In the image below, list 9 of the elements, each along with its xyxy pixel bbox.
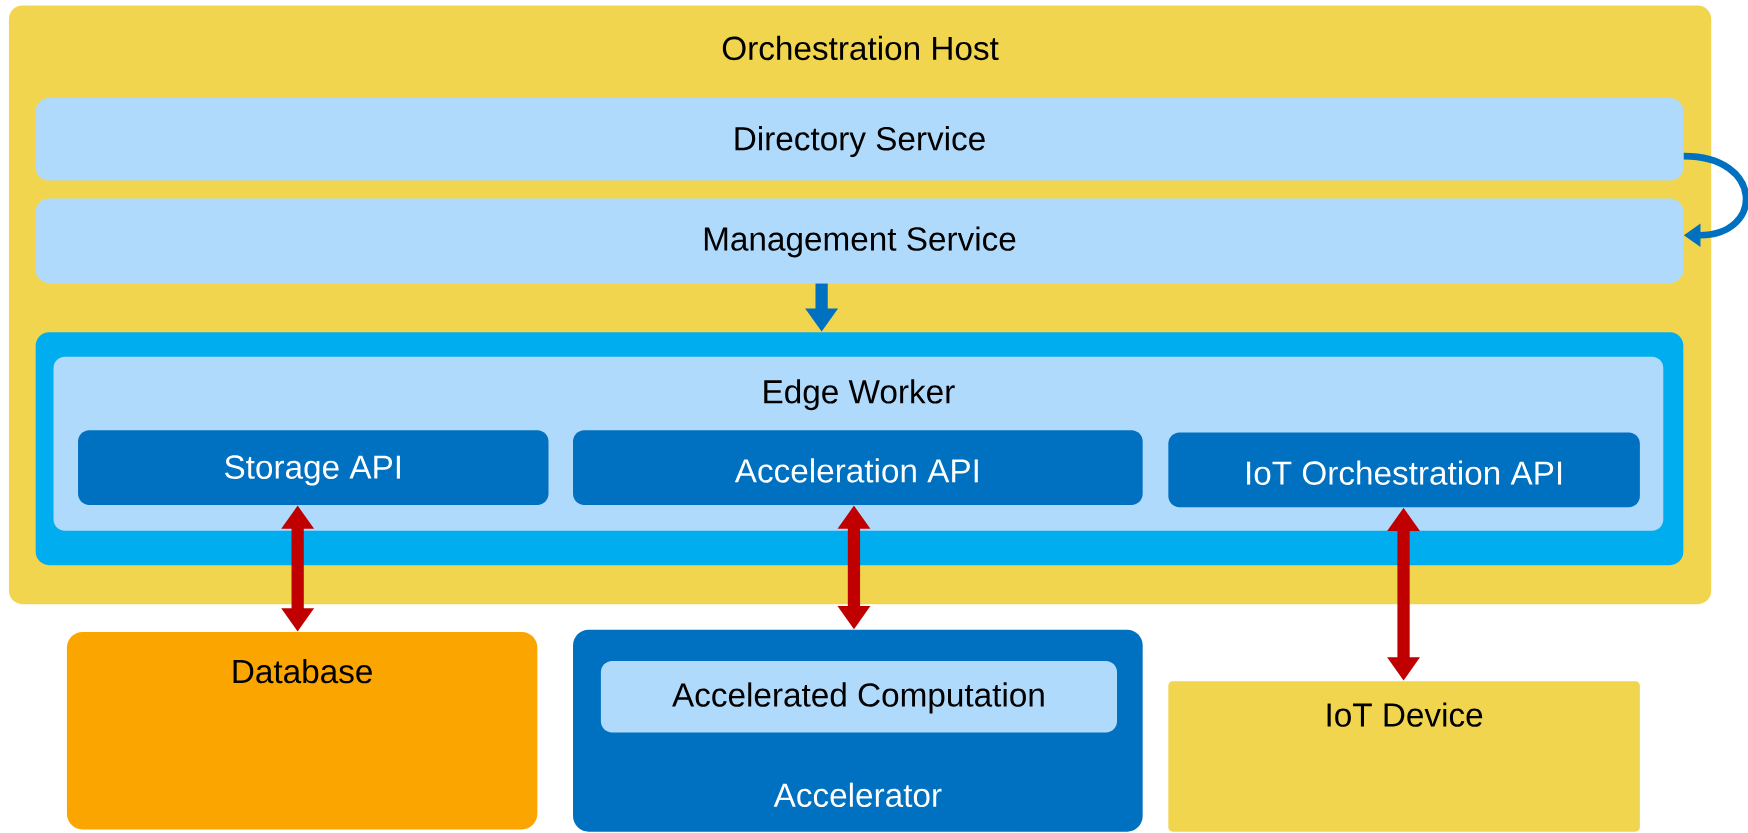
database-box: Database bbox=[66, 632, 538, 830]
api-box: Storage API bbox=[78, 430, 549, 506]
service-bar: Directory Service bbox=[35, 98, 1684, 181]
arrow bbox=[1683, 152, 1748, 248]
api-box: Acceleration API bbox=[573, 430, 1143, 506]
computation-box: Accelerated Computation bbox=[600, 661, 1118, 733]
device-box: IoT Device bbox=[1168, 681, 1640, 832]
api-box: IoT Orchestration API bbox=[1168, 432, 1640, 508]
service-bar: Management Service bbox=[35, 198, 1684, 284]
